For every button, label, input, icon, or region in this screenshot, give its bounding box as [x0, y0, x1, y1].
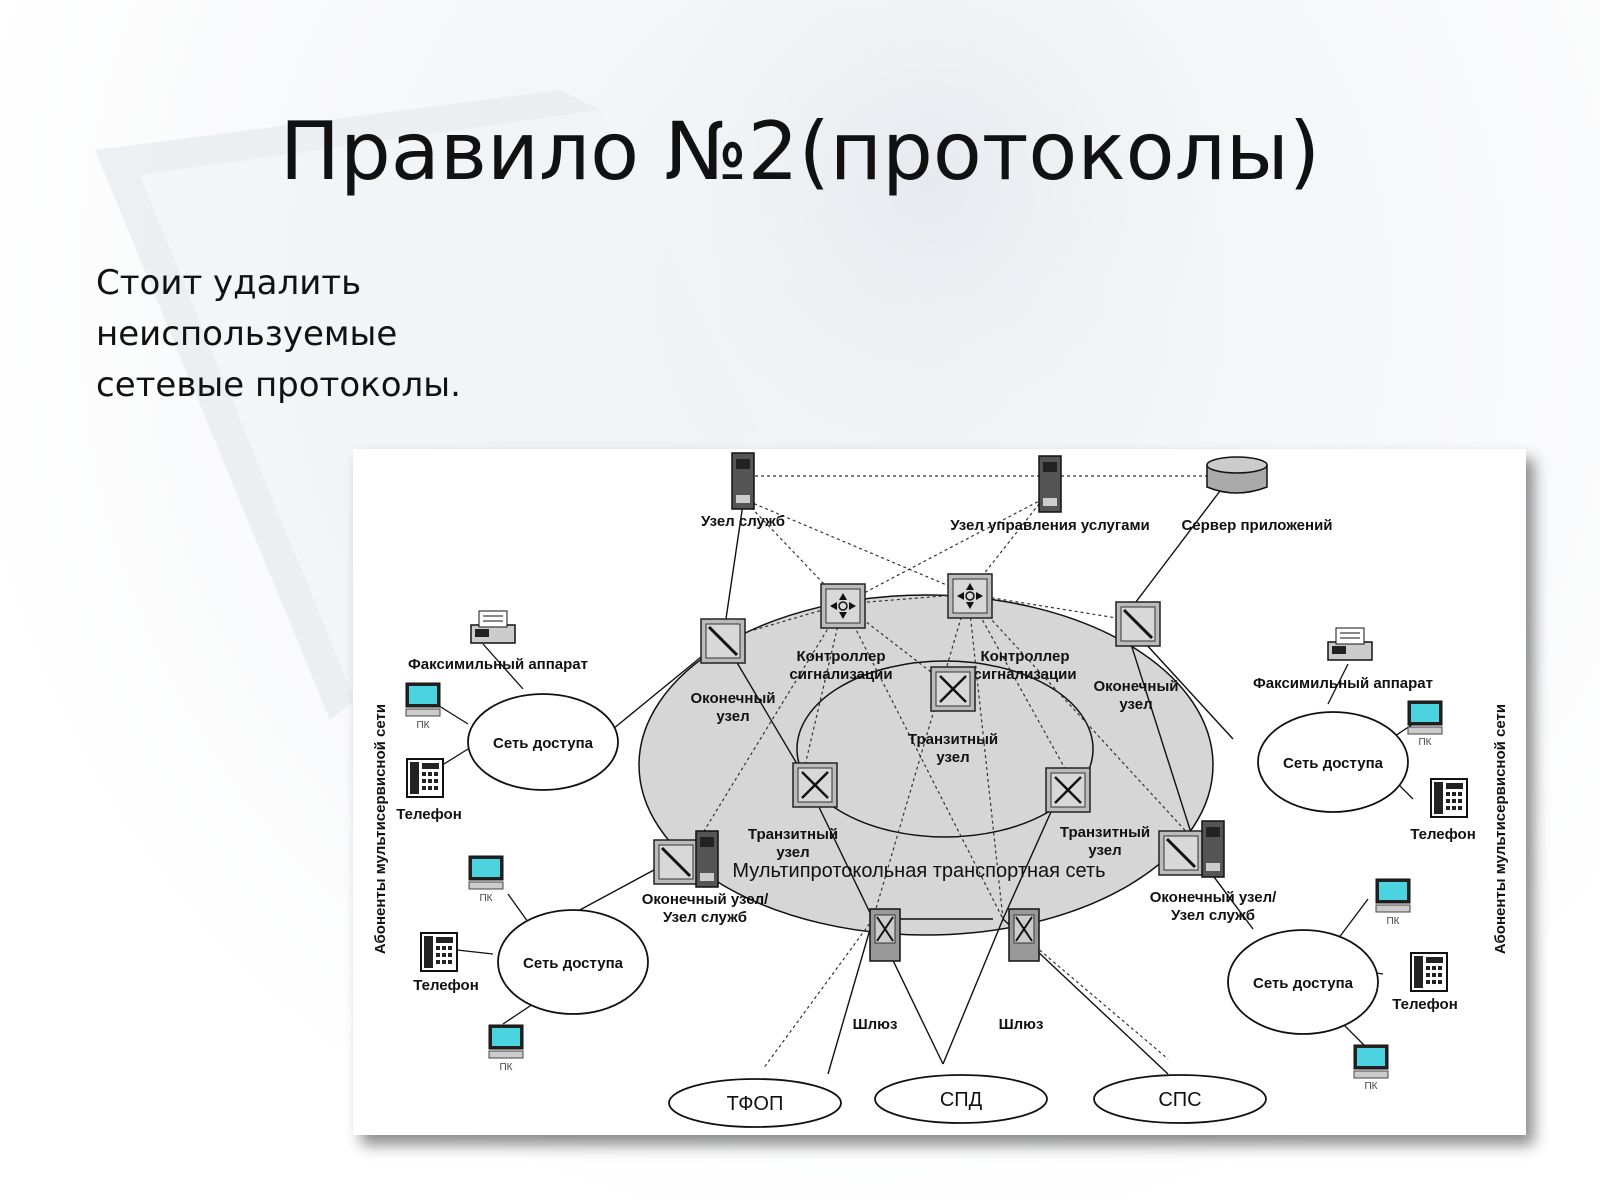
- pc-left-1-label: ПК: [416, 720, 429, 731]
- app-server: Сервер приложений: [1181, 456, 1333, 534]
- body-line-2: неиспользуемые: [96, 314, 398, 354]
- edge-node-right-bottom: Оконечный узел/ Узел служб: [1150, 820, 1277, 924]
- signal-controller-right-label-1: Контроллер: [980, 648, 1069, 665]
- access-net-left-bottom-label: Сеть доступа: [523, 955, 624, 972]
- left-side-label: Абоненты мультисервисной сети: [372, 704, 389, 954]
- fax-right-label: Факсимильный аппарат: [1253, 675, 1433, 692]
- gateway-left-label: Шлюз: [853, 1016, 898, 1033]
- phone-left-1-label: Телефон: [396, 806, 462, 823]
- signal-controller-right-label-2: сигнализации: [973, 666, 1076, 683]
- pc-right-2: ПК: [1375, 878, 1411, 927]
- external-net-sps-label: СПС: [1158, 1089, 1201, 1111]
- signal-controller-left-label-2: сигнализации: [789, 666, 892, 683]
- right-side-label: Абоненты мультисервисной сети: [1492, 704, 1509, 954]
- pc-right-3-label: ПК: [1364, 1081, 1377, 1092]
- laptop-edge: [95, 90, 600, 720]
- phone-right-1-label: Телефон: [1410, 826, 1476, 843]
- edge-node-right-bottom-label-1: Оконечный узел/: [1150, 889, 1277, 906]
- service-mgmt-node: Узел управления услугами: [950, 455, 1150, 534]
- body-line-1: Стоит удалить: [96, 263, 362, 303]
- pc-left-3: ПК: [488, 1024, 524, 1073]
- edge-node-left-bottom-label-1: Оконечный узел/: [642, 891, 769, 908]
- access-net-right-bottom: Сеть доступа: [1227, 929, 1379, 1035]
- phone-left-2-label: Телефон: [413, 977, 479, 994]
- external-net-tfop-label: ТФОП: [727, 1093, 784, 1115]
- edge-node-left-top-label-1: Оконечный: [691, 690, 776, 707]
- access-net-left-top: Сеть доступа: [467, 693, 619, 791]
- fax-left-label: Факсимильный аппарат: [408, 656, 588, 673]
- transit-node-center-label-1: Транзитный: [908, 731, 998, 748]
- edge-node-right-top: Оконечный узел: [1094, 600, 1179, 713]
- fax-left: Факсимильный аппарат: [408, 610, 588, 673]
- gateway-right: Шлюз: [999, 908, 1044, 1033]
- service-node-top-label: Узел служб: [701, 513, 785, 530]
- access-net-left-top-label: Сеть доступа: [493, 735, 594, 752]
- edge-node-right-top-label-2: узел: [1119, 696, 1152, 713]
- edge-node-left-bottom: Оконечный узел/ Узел служб: [642, 830, 769, 926]
- pc-left-2-label: ПК: [479, 893, 492, 904]
- service-node-top: Узел служб: [701, 452, 785, 530]
- transit-node-left: Транзитный узел: [748, 761, 839, 861]
- transport-network-label: Мультипротокольная транспортная сеть: [732, 860, 1105, 882]
- transit-node-left-label-1: Транзитный: [748, 826, 838, 843]
- network-diagram: Узел служб Узел управления услугами Серв…: [353, 449, 1526, 1135]
- pc-right-2-label: ПК: [1386, 916, 1399, 927]
- pc-left-3-label: ПК: [499, 1062, 512, 1073]
- external-net-sps: СПС: [1093, 1074, 1267, 1124]
- fax-right: Факсимильный аппарат: [1253, 627, 1433, 692]
- edge-node-right-bottom-label-2: Узел служб: [1171, 907, 1255, 924]
- pc-right-1-label: ПК: [1418, 737, 1431, 748]
- access-net-right-bottom-label: Сеть доступа: [1253, 975, 1354, 992]
- signal-controller-left-label-1: Контроллер: [796, 648, 885, 665]
- edge-node-left-bottom-label-2: Узел служб: [663, 909, 747, 926]
- body-line-3: сетевые протоколы.: [96, 365, 461, 405]
- pc-left-1: ПК: [405, 682, 441, 731]
- external-net-spd: СПД: [874, 1074, 1048, 1124]
- pc-right-1: ПК: [1407, 700, 1443, 748]
- pc-left-2: ПК: [468, 855, 504, 904]
- access-net-left-bottom: Сеть доступа: [497, 909, 649, 1015]
- globe-shape: [600, 0, 1260, 580]
- external-net-tfop: ТФОП: [668, 1078, 842, 1128]
- phone-left-1: Телефон: [396, 758, 462, 823]
- transit-node-left-label-2: узел: [776, 844, 809, 861]
- phone-left-2: Телефон: [413, 932, 479, 994]
- gateway-left: Шлюз: [853, 908, 901, 1033]
- external-net-spd-label: СПД: [940, 1089, 983, 1111]
- phone-right-2-label: Телефон: [1392, 996, 1458, 1013]
- edge-node-left-top-label-2: узел: [716, 708, 749, 725]
- access-net-right-top: Сеть доступа: [1257, 711, 1409, 813]
- gateway-right-label: Шлюз: [999, 1016, 1044, 1033]
- signal-controller-right: Контроллер сигнализации: [947, 573, 1077, 683]
- transit-node-right-label-2: узел: [1088, 842, 1121, 859]
- transit-node-center-label-2: узел: [936, 749, 969, 766]
- service-mgmt-node-label: Узел управления услугами: [950, 517, 1150, 534]
- transit-node-right: Транзитный узел: [1044, 766, 1150, 859]
- app-server-label: Сервер приложений: [1181, 517, 1332, 534]
- slide-body: Стоит удалить неиспользуемые сетевые про…: [96, 258, 516, 411]
- pc-right-3: ПК: [1353, 1044, 1389, 1092]
- phone-right-1: Телефон: [1410, 778, 1476, 843]
- network-diagram-svg: Узел служб Узел управления услугами Серв…: [372, 452, 1509, 1128]
- transport-network-ring: [638, 594, 1214, 936]
- edge-node-left-top: Оконечный узел: [691, 617, 776, 725]
- laptop-screen: [140, 110, 760, 700]
- signal-controller-left: Контроллер сигнализации: [789, 583, 893, 683]
- access-net-right-top-label: Сеть доступа: [1283, 755, 1384, 772]
- transit-node-center: Транзитный узел: [908, 665, 998, 766]
- phone-right-2: Телефон: [1392, 952, 1458, 1013]
- edge-node-right-top-label-1: Оконечный: [1094, 678, 1179, 695]
- slide-title: Правило №2(протоколы): [279, 105, 1321, 198]
- transit-node-right-label-1: Транзитный: [1060, 824, 1150, 841]
- transit-inner-ring: [796, 660, 1094, 838]
